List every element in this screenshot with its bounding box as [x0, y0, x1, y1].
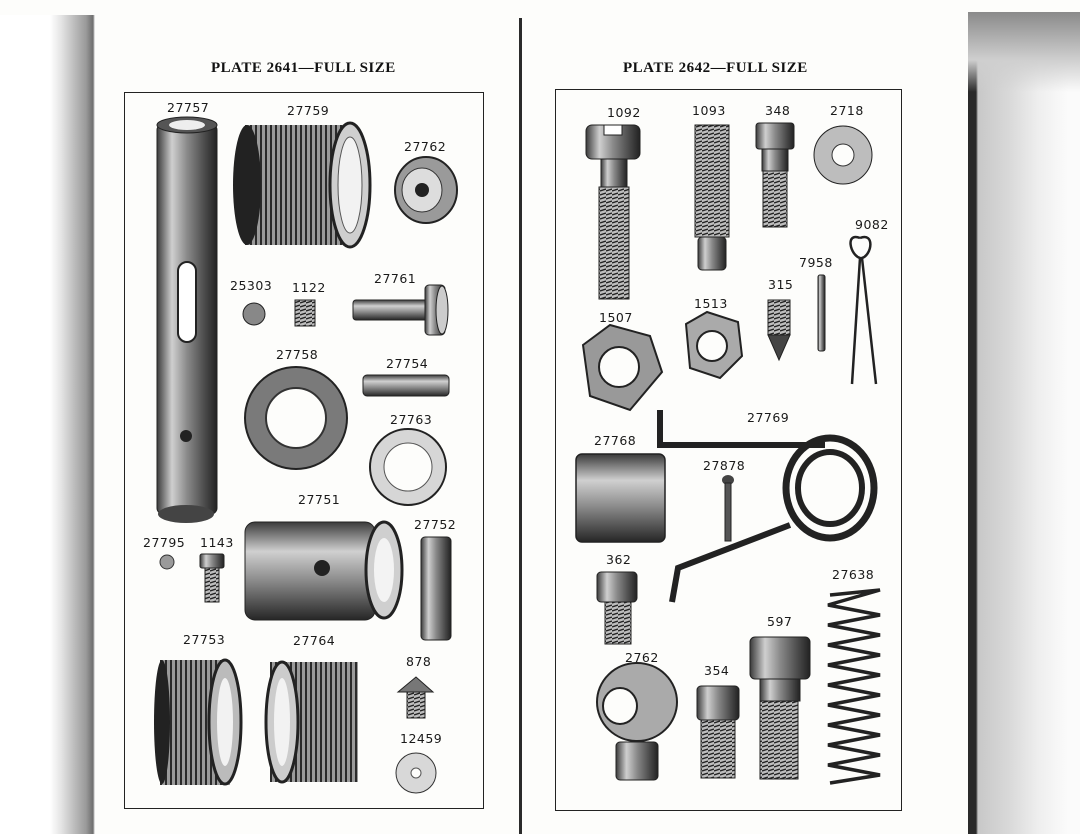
- part-label-27757: 27757: [167, 100, 210, 115]
- part-label-27878: 27878: [703, 458, 746, 473]
- part-1507-nut: [581, 323, 664, 412]
- book-gutter: [519, 18, 522, 834]
- part-1092-cap-screw: [585, 124, 641, 300]
- plate-2642-title: PLATE 2642—FULL SIZE: [623, 60, 808, 76]
- part-27769-torsion-spring: [657, 410, 878, 603]
- part-label-9082: 9082: [855, 217, 889, 232]
- part-label-362: 362: [606, 552, 632, 567]
- right-page-edge-shadow: [968, 12, 1080, 834]
- part-label-27764: 27764: [293, 633, 336, 648]
- part-label-27768: 27768: [594, 433, 637, 448]
- part-27757-sleeve: [156, 116, 218, 523]
- part-label-27758: 27758: [276, 347, 319, 362]
- part-27759-ribbed-drum: [233, 121, 372, 249]
- part-27751-bushing: [244, 520, 404, 621]
- part-label-27753: 27753: [183, 632, 226, 647]
- part-label-1093: 1093: [692, 103, 726, 118]
- part-label-27638: 27638: [832, 567, 875, 582]
- part-315-set-screw: [767, 299, 791, 362]
- part-label-1143: 1143: [200, 535, 234, 550]
- part-27758-washer: [244, 366, 348, 470]
- part-label-27751: 27751: [298, 492, 341, 507]
- part-label-27769: 27769: [747, 410, 790, 425]
- part-label-27761: 27761: [374, 271, 417, 286]
- part-9082-cotter-pin: [849, 235, 878, 385]
- part-27763-ring: [369, 428, 447, 506]
- part-label-1513: 1513: [694, 296, 728, 311]
- part-label-27762: 27762: [404, 139, 447, 154]
- part-27795-ball: [159, 554, 175, 570]
- part-27753-ribbed-drum: [154, 658, 243, 786]
- part-12459-washer: [395, 752, 437, 794]
- part-label-25303: 25303: [230, 278, 273, 293]
- left-page-edge-shadow: [0, 15, 95, 834]
- part-label-597: 597: [767, 614, 793, 629]
- part-label-1507: 1507: [599, 310, 633, 325]
- part-label-7958: 7958: [799, 255, 833, 270]
- part-label-1122: 1122: [292, 280, 326, 295]
- part-27768-block: [575, 453, 666, 543]
- part-27761-pin: [352, 284, 449, 336]
- part-27752-tube: [420, 536, 452, 641]
- part-1513-nut: [684, 310, 744, 380]
- part-label-354: 354: [704, 663, 730, 678]
- part-348-screw: [755, 122, 795, 228]
- part-label-878: 878: [406, 654, 432, 669]
- part-label-27759: 27759: [287, 103, 330, 118]
- part-2762-eye-bolt: [596, 662, 678, 781]
- part-label-12459: 12459: [400, 731, 443, 746]
- part-label-27754: 27754: [386, 356, 429, 371]
- part-597-screw: [749, 636, 811, 780]
- part-label-27763: 27763: [390, 412, 433, 427]
- part-1143-screw: [199, 553, 225, 603]
- part-354-screw: [696, 685, 740, 779]
- part-362-screw: [596, 571, 638, 645]
- part-878-thumb-screw: [396, 676, 435, 719]
- part-27638-coil-spring: [827, 588, 881, 785]
- part-label-1092: 1092: [607, 105, 641, 120]
- part-27762-disc: [394, 156, 458, 224]
- part-label-27795: 27795: [143, 535, 186, 550]
- part-label-315: 315: [768, 277, 794, 292]
- part-1122-spring: [294, 299, 316, 327]
- part-27764-ribbed-drum: [264, 660, 358, 784]
- part-label-2762: 2762: [625, 650, 659, 665]
- part-label-348: 348: [765, 103, 791, 118]
- part-label-2718: 2718: [830, 103, 864, 118]
- part-27878-pin: [722, 475, 734, 542]
- part-1093-stud: [694, 124, 730, 271]
- part-25303-ball: [242, 302, 266, 326]
- part-label-27752: 27752: [414, 517, 457, 532]
- part-7958-pin: [817, 274, 826, 352]
- plate-2641-title: PLATE 2641—FULL SIZE: [211, 60, 396, 76]
- part-27754-rod: [362, 374, 450, 397]
- part-2718-washer: [813, 125, 873, 185]
